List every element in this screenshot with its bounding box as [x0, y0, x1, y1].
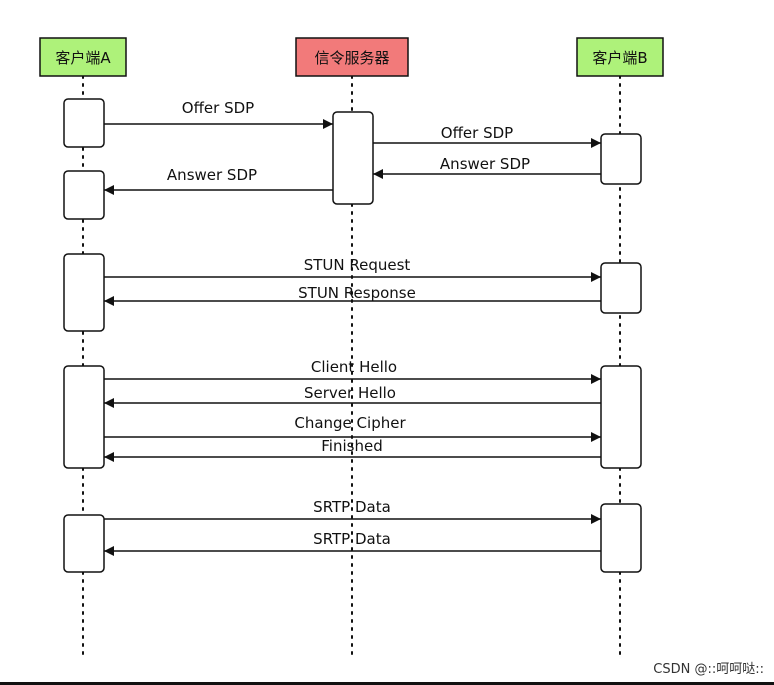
message-label: Answer SDP	[440, 155, 530, 173]
message-label: Offer SDP	[441, 124, 513, 142]
participant-box-A	[39, 37, 127, 77]
message-label: Change Cipher	[294, 414, 406, 432]
message-label: STUN Request	[304, 256, 411, 274]
bottom-rule	[0, 682, 774, 685]
participant-label-S: 信令服务器	[314, 49, 389, 67]
activation-box-B	[600, 133, 642, 185]
activation-box-A	[63, 514, 105, 573]
activation-box-S	[332, 111, 374, 205]
activation-box-A	[63, 98, 105, 148]
message-label: Answer SDP	[167, 166, 257, 184]
message-label: STUN Response	[298, 284, 416, 302]
activation-box-A	[63, 170, 105, 220]
message-label: SRTP Data	[313, 498, 391, 516]
participant-label-A: 客户端A	[55, 49, 111, 67]
message-label: Server Hello	[304, 384, 396, 402]
participant-box-S	[295, 37, 409, 77]
message-label: Finished	[321, 437, 382, 455]
activation-box-B	[600, 262, 642, 314]
message-label: Offer SDP	[182, 99, 254, 117]
participant-box-B	[576, 37, 664, 77]
activation-box-B	[600, 365, 642, 469]
activation-box-A	[63, 365, 105, 469]
csdn-watermark: CSDN @::呵呵哒::	[653, 662, 764, 677]
message-label: Client Hello	[311, 358, 397, 376]
participant-label-B: 客户端B	[592, 49, 647, 67]
activation-box-B	[600, 503, 642, 573]
message-label: SRTP Data	[313, 530, 391, 548]
activation-box-A	[63, 253, 105, 332]
